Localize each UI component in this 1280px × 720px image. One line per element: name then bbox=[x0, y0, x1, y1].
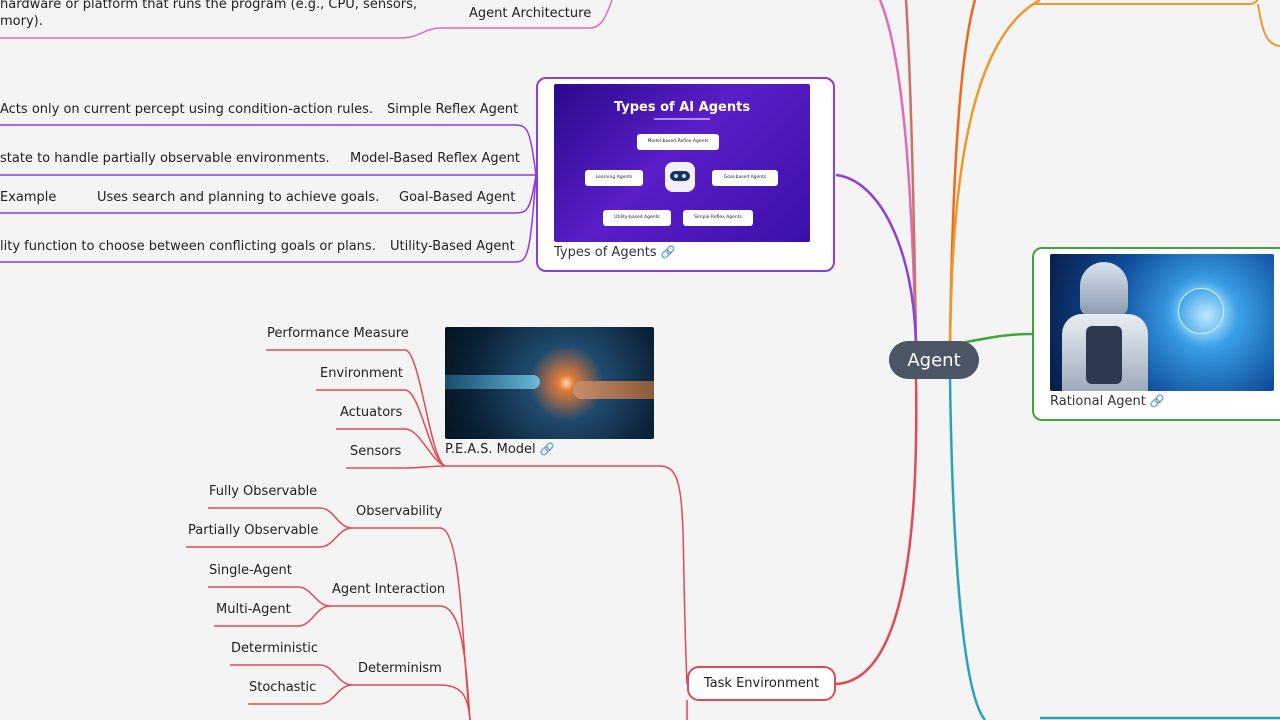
link-icon[interactable]: 🔗 bbox=[1149, 394, 1165, 408]
types-card-caption: Types of Agents bbox=[554, 245, 657, 260]
node-performance-measure[interactable]: Performance Measure bbox=[267, 326, 409, 341]
node-partially-observable[interactable]: Partially Observable bbox=[188, 523, 319, 538]
types-of-agents-image: Types of AI Agents Model-based Reflex Ag… bbox=[554, 84, 810, 242]
chip-model-based: Model-based Reflex Agents bbox=[637, 134, 719, 150]
node-actuators[interactable]: Actuators bbox=[340, 405, 403, 420]
chip-goal-based: Goal-based Agents bbox=[712, 170, 778, 186]
chip-simple-reflex: Simple Reflex Agents bbox=[683, 210, 753, 226]
chip-learning: Learning Agents bbox=[585, 170, 643, 186]
goal-based-desc: Uses search and planning to achieve goal… bbox=[97, 190, 380, 205]
architecture-desc-line2: mory). bbox=[0, 14, 43, 29]
node-rational-agent[interactable]: Rational Agent🔗 bbox=[1032, 247, 1280, 421]
node-observability[interactable]: Observability bbox=[356, 504, 443, 519]
peas-caption[interactable]: P.E.A.S. Model bbox=[445, 442, 536, 457]
node-simple-reflex-agent[interactable]: Simple Reflex Agent bbox=[387, 102, 519, 117]
node-agent-interaction[interactable]: Agent Interaction bbox=[332, 582, 446, 597]
link-icon[interactable]: 🔗 bbox=[660, 245, 676, 259]
robot-icon bbox=[665, 162, 695, 192]
node-sensors[interactable]: Sensors bbox=[350, 444, 402, 459]
rational-agent-caption: Rational Agent bbox=[1050, 394, 1146, 409]
node-types-of-agents[interactable]: Types of AI Agents Model-based Reflex Ag… bbox=[536, 77, 835, 272]
node-determinism[interactable]: Determinism bbox=[358, 661, 442, 676]
types-image-title: Types of AI Agents bbox=[613, 100, 751, 115]
node-goal-based-agent[interactable]: Goal-Based Agent bbox=[399, 190, 516, 205]
link-icon[interactable]: 🔗 bbox=[539, 442, 555, 456]
node-agent-architecture[interactable]: Agent Architecture bbox=[469, 6, 592, 21]
simple-reflex-desc: Acts only on current percept using condi… bbox=[0, 102, 374, 117]
node-multi-agent[interactable]: Multi-Agent bbox=[216, 602, 291, 617]
node-environment[interactable]: Environment bbox=[320, 366, 404, 381]
model-based-desc: state to handle partially observable env… bbox=[0, 151, 330, 166]
root-node-agent[interactable]: Agent bbox=[889, 341, 979, 379]
node-model-based-reflex-agent[interactable]: Model-Based Reflex Agent bbox=[350, 151, 521, 166]
node-deterministic[interactable]: Deterministic bbox=[231, 641, 318, 656]
node-stochastic[interactable]: Stochastic bbox=[249, 680, 317, 695]
node-task-environment[interactable]: Task Environment bbox=[687, 666, 836, 701]
goal-based-example[interactable]: Example bbox=[0, 190, 57, 205]
chip-utility-based: Utility-based Agents bbox=[603, 210, 671, 226]
node-utility-based-agent[interactable]: Utility-Based Agent bbox=[390, 239, 515, 254]
node-fully-observable[interactable]: Fully Observable bbox=[209, 484, 318, 499]
architecture-desc-line1: hardware or platform that runs the progr… bbox=[0, 0, 418, 12]
peas-model-image bbox=[445, 327, 654, 439]
utility-based-desc: lity function to choose between conflict… bbox=[0, 239, 376, 254]
rational-agent-image bbox=[1050, 254, 1274, 391]
node-single-agent[interactable]: Single-Agent bbox=[209, 563, 292, 578]
